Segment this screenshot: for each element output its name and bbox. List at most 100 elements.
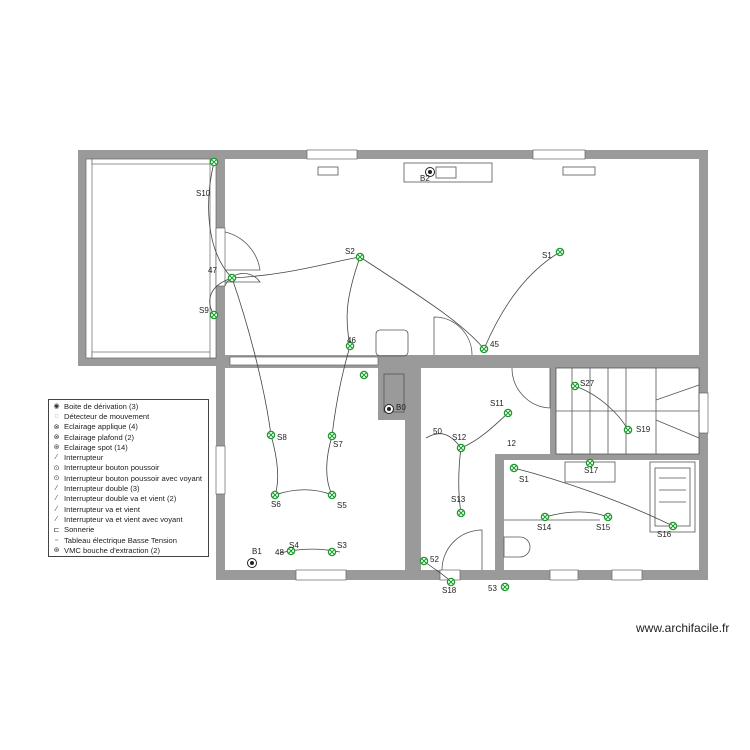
label-45: 45 [490,340,499,349]
legend-item: ⊙ Interrupteur bouton poussoir [49,463,160,473]
legend-item: ⁄Interrupteur double va et vient (2) [49,494,176,504]
wiring [208,161,674,583]
spot-cross-icon [502,584,508,590]
label-50: 50 [433,427,442,436]
spot-cross-icon [211,312,217,318]
legend-label: Interrupteur double (3) [64,484,140,494]
label-S27: S27 [580,379,595,388]
plan-labels: S10 47 S9 S2 S1 45 46 B2 S8 S7 S6 S5 48 … [196,174,672,595]
spot-cross-icon [448,579,454,585]
spot-cross-icon [572,383,578,389]
legend-item: ▫ Tableau électrique Basse Tension [49,535,177,545]
legend-item: ⊛ VMC bouche d'extraction (2) [49,545,160,555]
ceiling-light-icon: ⊗ [53,434,60,442]
label-52: 52 [430,555,439,564]
legend-label: Sonnerie [64,525,95,535]
spot-cross-icon [329,433,335,439]
label-S11: S11 [490,399,504,408]
double-two-way-switch-icon: ⁄ [55,495,58,503]
junction-box-icon: ◉ [53,403,60,411]
legend-label: VMC bouche d'extraction (2) [64,545,160,555]
legend: ◉ Boite de dérivation (3)◌Détecteur de mo… [48,399,209,557]
spot-cross-icon [605,514,611,520]
label-S19: S19 [636,425,651,434]
label-S14: S14 [537,523,552,532]
legend-label: Interrupteur va et vient [64,504,140,514]
legend-label: Interrupteur bouton poussoir avec voyant [64,473,203,483]
spot-cross-icon [421,558,427,564]
label-S1: S1 [542,251,552,260]
legend-label: Interrupteur bouton poussoir [64,463,160,473]
spot-cross-icon [361,372,367,378]
label-B1: B1 [252,547,262,556]
label-S6: S6 [271,500,281,509]
electrical-symbols [209,157,678,592]
watermark-text: www.archifacile.fr [636,621,730,635]
push-button-indicator-icon: ⊙ [53,475,60,483]
spot-cross-icon [670,523,676,529]
legend-label: Interrupteur va et vient avec voyant [64,514,183,524]
label-48: 48 [275,548,284,557]
legend-label: Eclairage plafond (2) [64,432,135,442]
legend-item: ⊏ Sonnerie [49,525,95,535]
junction-box-dot-icon [387,407,391,411]
legend-label: Boite de dérivation (3) [64,401,139,411]
label-S8: S8 [277,433,287,442]
legend-label: Détecteur de mouvement [64,411,150,421]
label-S12: S12 [452,433,467,442]
doors [224,231,551,571]
legend-item: ⁄Interrupteur double (3) [49,483,140,493]
label-S13: S13 [451,495,466,504]
spot-cross-icon [229,275,235,281]
junction-box-dot-icon [428,170,432,174]
label-S3: S3 [337,541,347,550]
legend-label: Tableau électrique Basse Tension [64,535,177,545]
legend-item: ◌Détecteur de mouvement [49,411,149,421]
label-53: 53 [488,584,497,593]
legend-label: Eclairage spot (14) [64,442,128,452]
label-S18: S18 [442,586,457,595]
legend-item: ⊗ Eclairage applique (4) [49,422,138,432]
bell-icon: ⊏ [53,526,60,534]
windows [215,149,709,581]
spot-cross-icon [481,346,487,352]
vmc-extraction-icon: ⊛ [53,547,60,555]
spot-cross-icon [211,159,217,165]
legend-label: Interrupteur [64,453,104,463]
legend-item: ⁄ Interrupteur [49,453,103,463]
legend-item: ⁄Interrupteur va et vient avec voyant [49,514,183,524]
switch-icon: ⁄ [55,454,58,462]
label-12: 12 [507,439,516,448]
label-S16: S16 [657,530,672,539]
spot-cross-icon [268,432,274,438]
wall-light-icon: ⊗ [53,423,60,431]
label-B2: B2 [420,174,430,183]
veranda-glazing [85,158,217,359]
legend-label: Eclairage applique (4) [64,422,138,432]
spot-light-icon: ⊛ [53,444,60,452]
spot-cross-icon [288,548,294,554]
fixtures [317,162,700,558]
spot-cross-icon [329,492,335,498]
spot-cross-icon [458,445,464,451]
spot-cross-icon [357,254,363,260]
label-47: 47 [208,266,217,275]
spot-cross-icon [625,427,631,433]
two-way-switch-icon: ⁄ [55,505,58,513]
label-S5: S5 [337,501,347,510]
spot-cross-icon [329,549,335,555]
label-B0: B0 [396,403,406,412]
label-S4: S4 [289,541,299,550]
spot-cross-icon [347,343,353,349]
label-46: 46 [347,336,356,345]
legend-item: ⊗ Eclairage plafond (2) [49,432,135,442]
electrical-panel-icon: ▫ [55,536,58,544]
junction-box-dot-icon [250,561,254,565]
label-S15: S15 [596,523,611,532]
label-S17: S17 [584,466,599,475]
push-button-icon: ⊙ [53,464,60,472]
spot-cross-icon [505,410,511,416]
label-S7: S7 [333,440,343,449]
spot-cross-icon [511,465,517,471]
legend-item: ⁄ Interrupteur va et vient [49,504,140,514]
